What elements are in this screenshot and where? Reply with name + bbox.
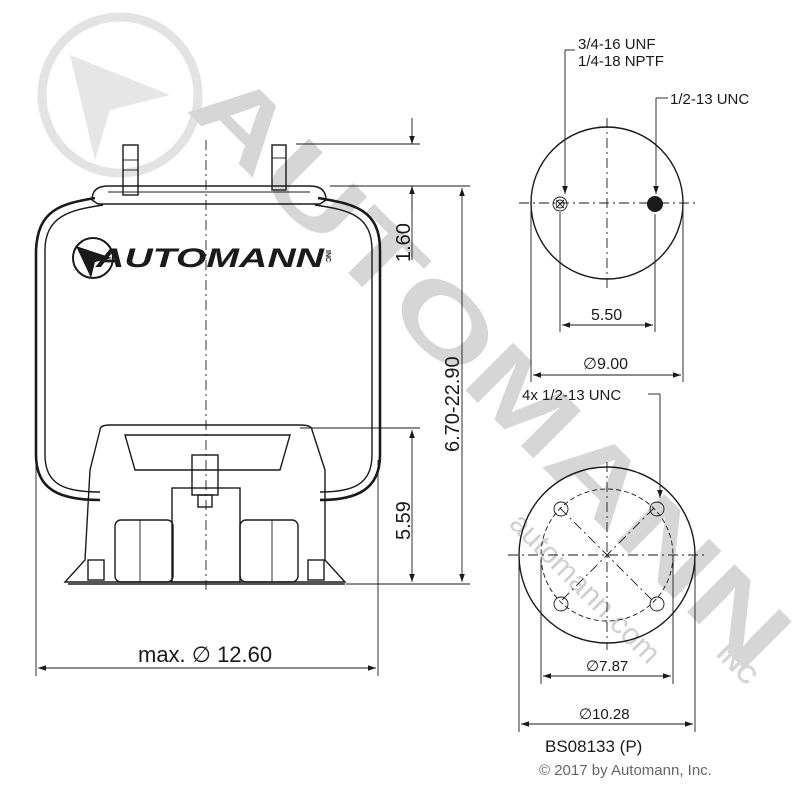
- dim-bolt-circle: ∅7.87: [540, 560, 674, 684]
- logo-text: AUTOMANN: [95, 243, 325, 273]
- dim-stud-spacing-value: 5.50: [591, 307, 622, 324]
- dim-bottom-diameter: ∅10.28: [518, 560, 696, 732]
- stud-callout: 1/2-13 UNC: [653, 91, 749, 194]
- dim-piston: 5.59: [300, 427, 420, 582]
- dim-top-diameter-value: ∅9.00: [583, 356, 628, 373]
- bellows-outline: [34, 196, 382, 502]
- air-fitting-icon: [552, 196, 568, 212]
- bolt-hole-icon: [553, 596, 569, 612]
- dim-top-diameter: ∅9.00: [530, 210, 684, 382]
- stud-label: 1/2-13 UNC: [670, 91, 749, 108]
- top-view: 3/4-16 UNF 1/4-18 NPTF 1/2-13 UNC 5.50 ∅…: [519, 36, 749, 382]
- dim-stud-spacing: 5.50: [559, 212, 656, 332]
- dim-height: 6.70-22.90: [330, 185, 470, 585]
- side-view: AUTOMANN INC 1.60 6.70-22.90 5.59: [34, 118, 470, 676]
- bolt-hole-icon: [553, 501, 569, 517]
- piston-body: [63, 424, 347, 583]
- bolt-callout: 4x 1/2-13 UNC: [522, 387, 663, 498]
- fitting-label-line1: 3/4-16 UNF: [578, 36, 656, 53]
- upper-studs: [122, 144, 287, 196]
- watermark: AUTOMANN INC automann.com: [37, 12, 800, 691]
- dim-piston-value: 5.59: [393, 501, 415, 540]
- dim-height-value: 6.70-22.90: [442, 356, 464, 452]
- dim-bolt-circle-value: ∅7.87: [586, 658, 628, 675]
- part-number: BS08133 (P): [545, 737, 642, 756]
- watermark-brand: AUTOMANN: [170, 47, 800, 690]
- dim-top-value: 1.60: [393, 223, 415, 262]
- dim-bottom-diameter-value: ∅10.28: [579, 706, 630, 723]
- fitting-callout: 3/4-16 UNF 1/4-18 NPTF: [562, 36, 664, 194]
- dim-max-diameter-value: max. ∅ 12.60: [138, 642, 272, 667]
- bolt-hole-icon: [649, 596, 665, 612]
- logo-arrow-icon: [76, 246, 112, 278]
- fitting-label-line2: 1/4-18 NPTF: [578, 53, 664, 70]
- bolt-label: 4x 1/2-13 UNC: [522, 387, 621, 404]
- logo-suffix: INC: [324, 250, 331, 262]
- dim-max-diameter: max. ∅ 12.60: [35, 460, 379, 676]
- stud-hole-icon: [647, 196, 663, 212]
- bottom-view: 4x 1/2-13 UNC ∅7.87 ∅10.28: [508, 387, 706, 732]
- copyright: © 2017 by Automann, Inc.: [539, 762, 712, 779]
- automann-logo: AUTOMANN INC: [72, 237, 331, 279]
- watermark-logo-icon: [37, 12, 203, 178]
- bolt-hole-icon: [649, 501, 665, 517]
